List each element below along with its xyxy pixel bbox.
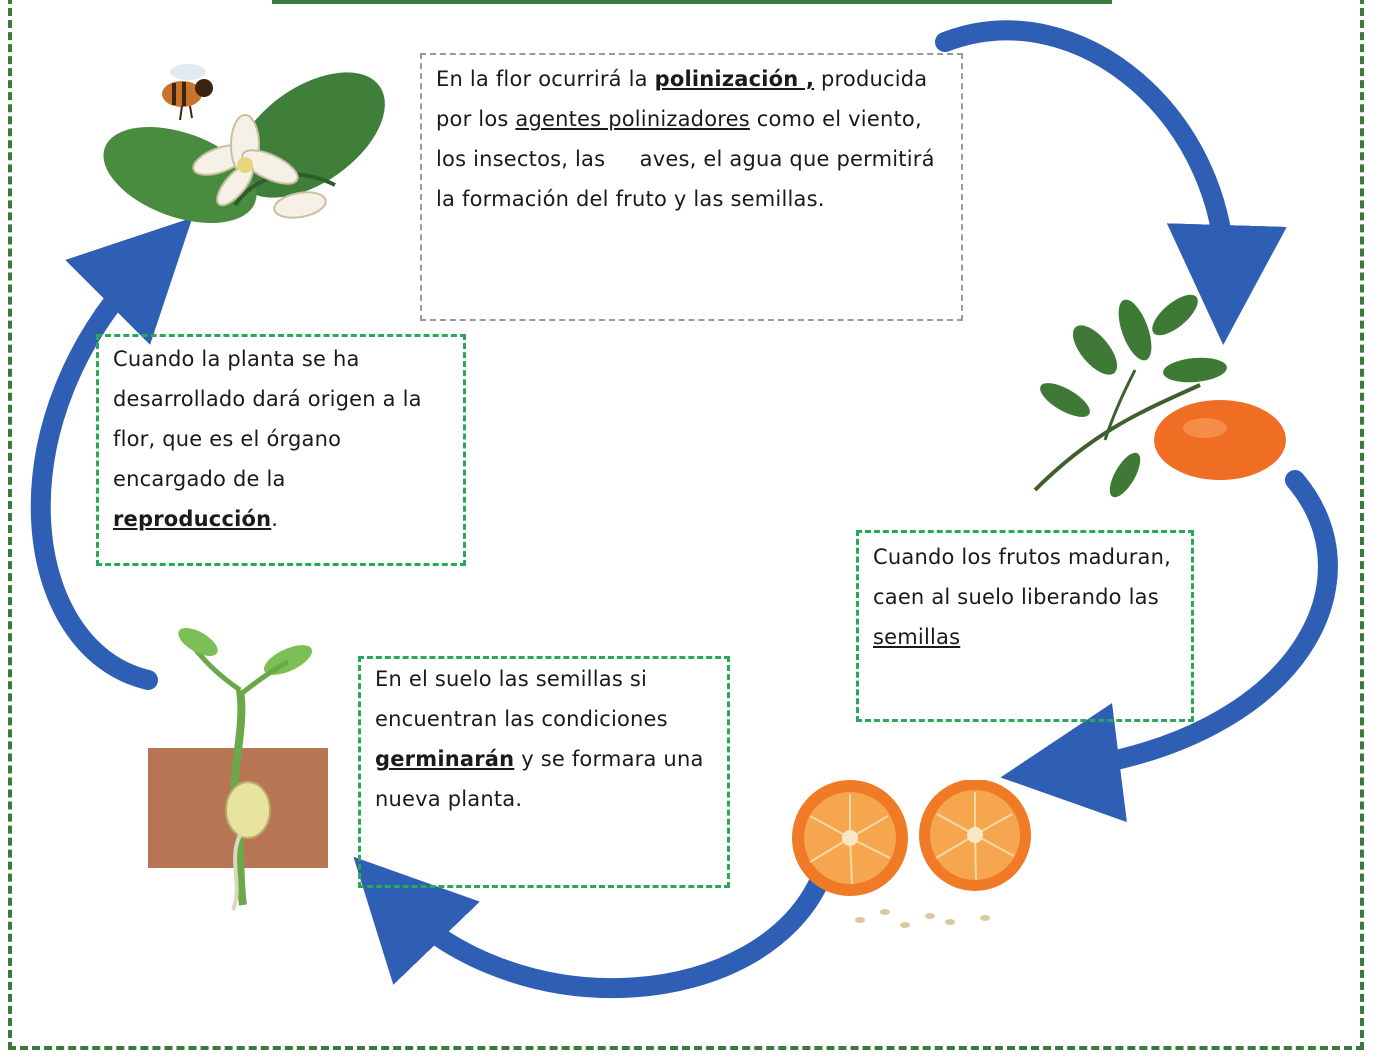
orange-branch-icon [1033,294,1286,498]
fruit-box: Cuando los frutos maduran, caen al suelo… [856,530,1194,722]
orange-blossom-icon [103,72,385,224]
reproduction-term: reproducción [113,507,272,531]
pollination-text-start: En la flor ocurrirá la [436,67,655,91]
pollination-term: polinización , [654,67,815,91]
germination-box: En el suelo las semillas si encuentran l… [358,656,730,888]
pollination-text-end: como el viento, los insectos, las aves, … [436,107,942,211]
arrow-flower-to-fruit [935,20,1287,345]
arrow-seeds-to-seedling [353,856,830,999]
arrow-seedling-to-flower [30,217,193,690]
flower-text-start: Cuando la planta se ha desarrollado dará… [113,347,422,491]
fruit-text: Cuando los frutos maduran, caen al suelo… [873,545,1171,609]
germination-text-end: y se formara una nueva planta. [375,747,704,811]
page-frame [8,0,1364,1050]
arrow-fruit-to-seeds [1000,470,1338,823]
pollination-box: En la flor ocurrirá la polinización , pr… [420,53,963,321]
germination-term: germinarán [375,747,515,771]
pollination-text-mid: producida por los [436,67,928,131]
flower-box: Cuando la planta se ha desarrollado dará… [96,334,466,566]
bee-icon [162,64,213,121]
orange-halves-icon [792,780,1031,928]
flower-text-end: . [271,507,279,531]
title-bar-edge [272,0,1112,4]
pollinators-term: agentes polinizadores [515,107,750,131]
seeds-term: semillas [873,625,961,649]
seedling-icon [148,628,328,911]
germination-text-start: En el suelo las semillas si encuentran l… [375,667,668,731]
